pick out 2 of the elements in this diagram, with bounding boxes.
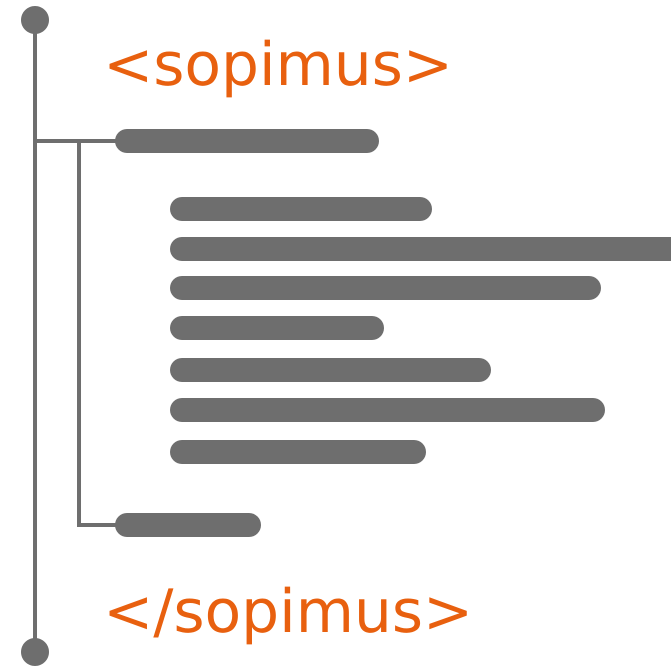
tag-label: </sopimus> — [110, 586, 467, 644]
tag-label: <sopimus> — [110, 40, 447, 98]
